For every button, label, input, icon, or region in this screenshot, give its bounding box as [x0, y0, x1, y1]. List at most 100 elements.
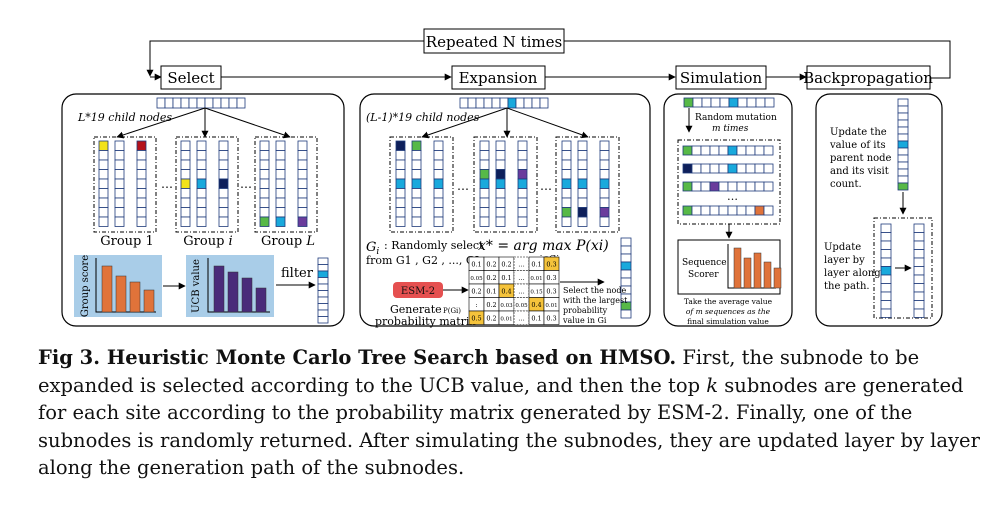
node-cell: [196, 178, 207, 189]
node-cell: [411, 159, 422, 170]
chart-bar: [213, 265, 225, 313]
gi-symbol: Gi: [366, 240, 379, 257]
group-i-label: Group i: [183, 234, 232, 249]
chart-bar: [733, 247, 742, 289]
node-cell: [718, 145, 729, 156]
select-group-l: [254, 136, 318, 233]
generate-label-1: Generate: [390, 303, 442, 316]
node-cell: [98, 150, 109, 161]
node-cell: [880, 274, 892, 284]
node-cell: [728, 97, 739, 108]
node-cell: [495, 216, 506, 227]
node-cell: [180, 159, 191, 170]
m-times-label: m times: [712, 124, 749, 134]
expansion-root-node-row: [459, 97, 549, 109]
node-cell: [754, 205, 765, 216]
node-cell: [754, 163, 765, 174]
select-node-columns: [98, 140, 308, 227]
node-cell: [599, 169, 610, 180]
node-cell: [180, 188, 191, 199]
caption-k: k: [706, 373, 719, 397]
matrix-value: 0.1: [531, 314, 541, 322]
node-cell: [913, 232, 925, 242]
node-cell: [913, 308, 925, 318]
expansion-node-columns: [395, 140, 610, 227]
node-cell: [897, 154, 909, 163]
matrix-value: 0.05: [515, 303, 528, 309]
node-cell: [395, 188, 406, 199]
select-group-1: [93, 136, 157, 233]
select-dots-1: …: [161, 177, 173, 191]
node-cell: [297, 207, 308, 218]
node-cell: [136, 178, 147, 189]
node-cell: [763, 181, 774, 192]
node-cell: [433, 178, 444, 189]
node-cell: [709, 163, 720, 174]
node-cell: [913, 291, 925, 301]
node-cell: [479, 150, 490, 161]
node-cell: [114, 178, 125, 189]
node-cell: [718, 163, 729, 174]
node-cell: [259, 150, 270, 161]
node-cell: [495, 197, 506, 208]
node-cell: [275, 150, 286, 161]
node-cell: [880, 257, 892, 267]
node-cell: [577, 159, 588, 170]
expansion-result-column: [620, 237, 632, 319]
node-cell: [98, 169, 109, 180]
node-cell: [479, 159, 490, 170]
node-cell: [136, 216, 147, 227]
node-cell: [599, 150, 610, 161]
node-cell: [736, 181, 747, 192]
node-cell: [763, 163, 774, 174]
node-cell: [433, 188, 444, 199]
node-cell: [259, 197, 270, 208]
sequence-scorer-box: [677, 239, 781, 295]
node-cell: [180, 207, 191, 218]
node-cell: [218, 207, 229, 218]
node-cell: [897, 140, 909, 149]
node-cell: [275, 159, 286, 170]
node-cell: [479, 197, 490, 208]
gi-line-1: : Randomly select: [384, 239, 484, 252]
node-cell: [136, 197, 147, 208]
node-cell: [897, 147, 909, 156]
esm-2-box: [393, 282, 443, 298]
node-cell: [754, 145, 765, 156]
node-cell: [561, 197, 572, 208]
ucb-value-label: UCB value: [191, 259, 202, 313]
node-cell: [196, 207, 207, 218]
node-cell: [880, 291, 892, 301]
matrix-value: 0.4: [501, 287, 511, 295]
select-child-nodes-label: L*19 child nodes: [77, 111, 172, 124]
stage-backpropagation: Backpropagation: [803, 65, 933, 90]
node-cell: [880, 223, 892, 233]
node-cell: [709, 145, 720, 156]
node-cell: [479, 188, 490, 199]
matrix-value: …: [518, 274, 525, 282]
node-cell: [897, 161, 909, 170]
matrix-value: 0.2: [486, 314, 496, 322]
node-cell: [196, 188, 207, 199]
node-cell: [196, 140, 207, 151]
node-cell: [763, 205, 774, 216]
matrix-value: 0.2: [471, 287, 481, 295]
node-cell: [114, 197, 125, 208]
simulation-panel: [663, 93, 793, 327]
node-cell: [411, 188, 422, 199]
node-cell: [317, 316, 329, 324]
node-cell: [411, 207, 422, 218]
node-cell: [913, 283, 925, 293]
node-cell: [517, 169, 528, 180]
node-cell: [913, 249, 925, 259]
node-cell: [683, 97, 694, 108]
node-cell: [259, 207, 270, 218]
svg-text:with the largest: with the largest: [563, 296, 628, 305]
matrix-value: 0.01: [530, 276, 542, 282]
node-cell: [763, 145, 774, 156]
node-cell: [136, 140, 147, 151]
expansion-child-nodes-label: (L-1)*19 child nodes: [366, 111, 480, 124]
node-cell: [620, 253, 632, 263]
node-cell: [764, 97, 775, 108]
expansion-group-1: [389, 136, 454, 233]
